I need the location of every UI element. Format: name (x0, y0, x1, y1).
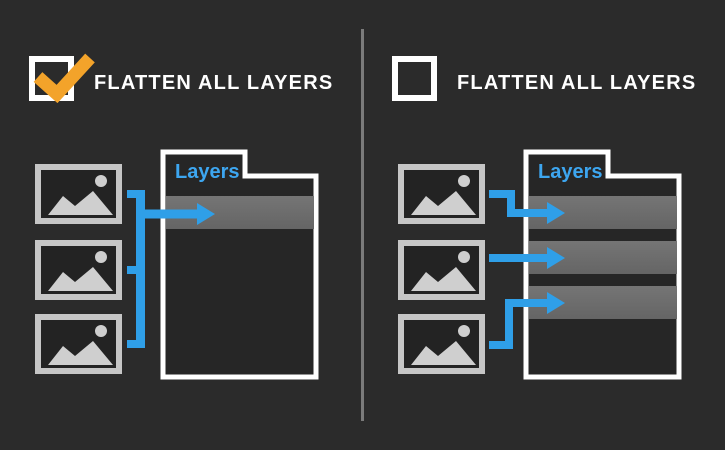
flatten-disabled-section: FLATTEN ALL LAYERS Layer (363, 0, 725, 450)
layers-panel-outline (160, 149, 319, 380)
flatten-enabled-section: FLATTEN ALL LAYERS Layer (0, 0, 362, 450)
image-thumbnail (398, 314, 485, 374)
photo-icon (398, 164, 485, 224)
layers-panel-title: Layers (175, 161, 240, 183)
image-thumbnail (398, 164, 485, 224)
photo-icon (35, 164, 122, 224)
photo-icon (398, 240, 485, 300)
image-thumbnail (398, 240, 485, 300)
layer-row[interactable] (529, 241, 677, 274)
photo-icon (35, 314, 122, 374)
divider (361, 29, 364, 421)
flatten-option-label: FLATTEN ALL LAYERS (94, 72, 334, 94)
image-thumbnail (35, 164, 122, 224)
layers-panel-title: Layers (538, 161, 603, 183)
image-thumbnail (35, 240, 122, 300)
layer-row[interactable] (166, 196, 314, 229)
image-thumbnail (35, 314, 122, 374)
photo-icon (398, 314, 485, 374)
photo-icon (35, 240, 122, 300)
layer-row[interactable] (529, 196, 677, 229)
layer-row[interactable] (529, 286, 677, 319)
flatten-option-label: FLATTEN ALL LAYERS (457, 72, 697, 94)
flatten-checkbox[interactable] (392, 56, 437, 101)
checkmark-icon (33, 53, 95, 103)
